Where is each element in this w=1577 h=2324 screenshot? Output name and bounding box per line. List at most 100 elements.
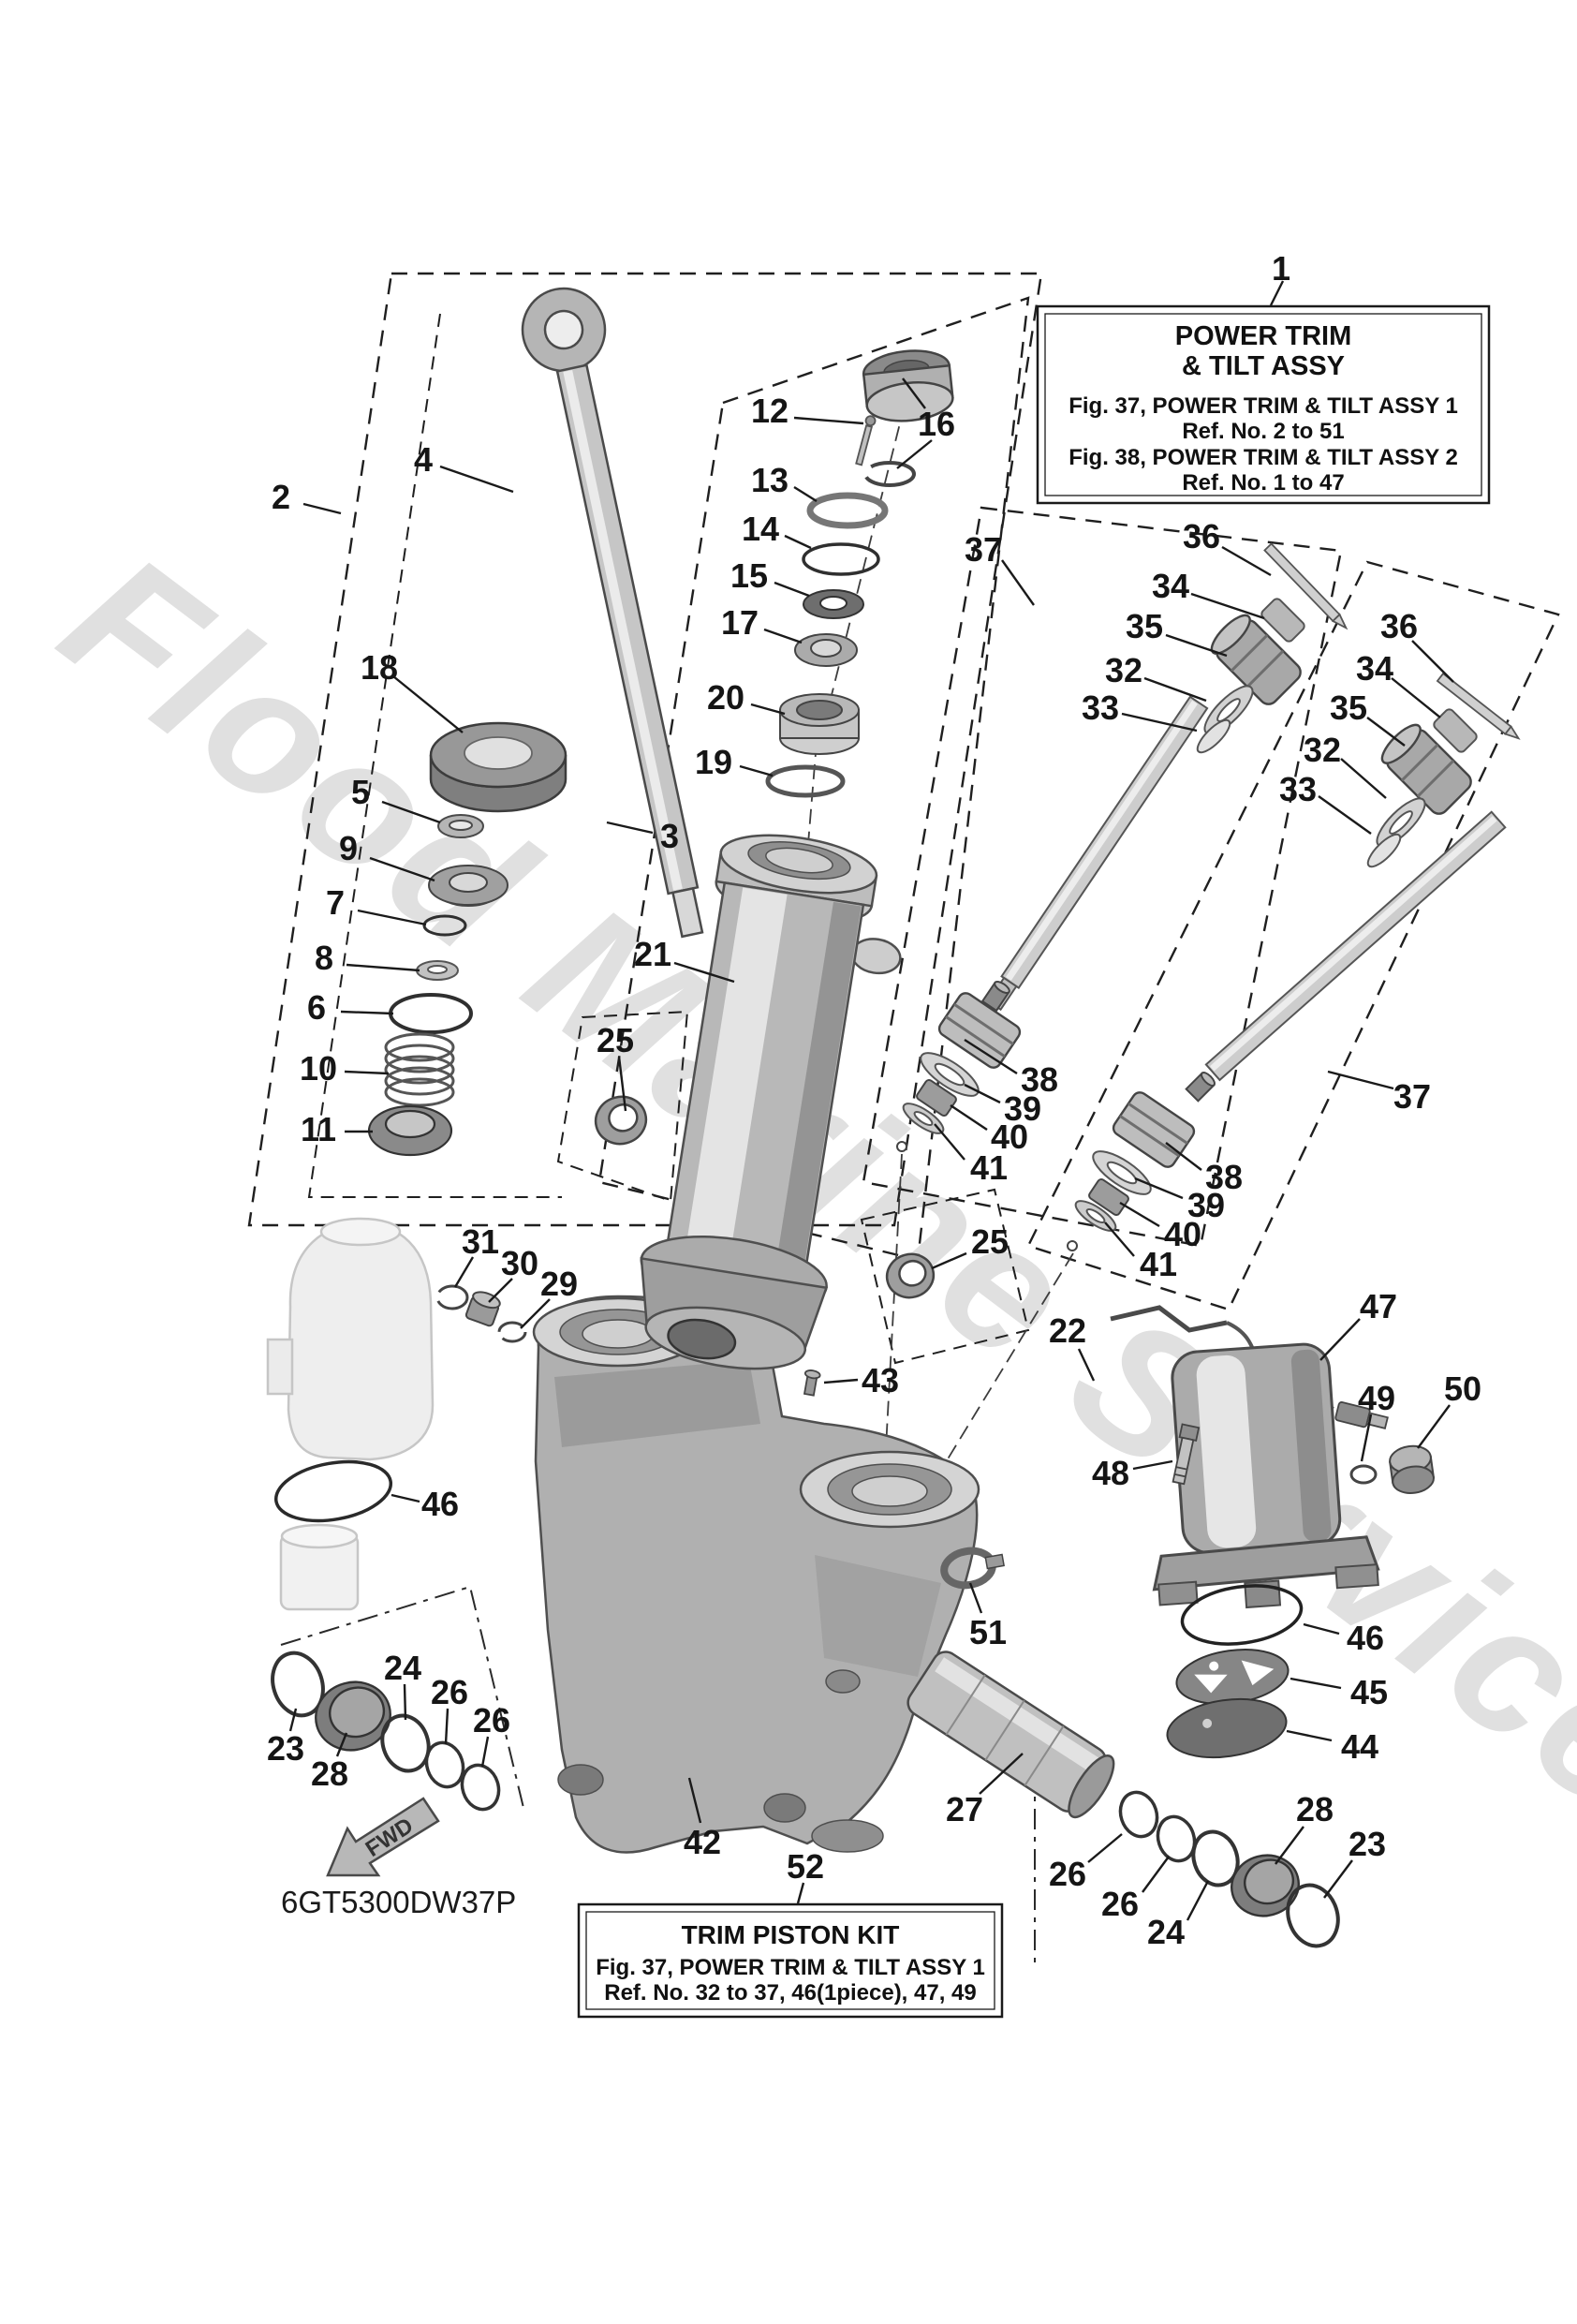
group-box-trim-piston-left bbox=[862, 506, 1343, 1248]
leader-line bbox=[1391, 677, 1441, 718]
assembly-line bbox=[885, 1153, 903, 1449]
part-pump-plate-45 bbox=[1175, 1649, 1290, 1705]
callout-31: 31 bbox=[462, 1222, 499, 1261]
leader-line bbox=[480, 1736, 490, 1768]
callout-40: 40 bbox=[991, 1118, 1028, 1156]
callout-50: 50 bbox=[1444, 1369, 1481, 1408]
part-oring-6 bbox=[389, 993, 473, 1034]
callout-19: 19 bbox=[695, 743, 732, 781]
leader-line bbox=[1142, 1856, 1170, 1893]
callout-12: 12 bbox=[751, 392, 788, 430]
part-reservoir bbox=[1152, 1342, 1380, 1609]
leader-line bbox=[439, 465, 514, 494]
leader-line bbox=[1087, 1833, 1123, 1863]
part-washer-33-right bbox=[1366, 833, 1402, 868]
callout-44: 44 bbox=[1341, 1727, 1378, 1766]
callout-39: 39 bbox=[1187, 1186, 1225, 1224]
callout-27: 27 bbox=[946, 1790, 983, 1828]
part-main-housing bbox=[532, 1295, 980, 1854]
part-ball-left bbox=[896, 1141, 907, 1152]
callout-22: 22 bbox=[1049, 1311, 1086, 1350]
leader-line bbox=[369, 856, 435, 882]
part-washer-39-left bbox=[920, 1052, 980, 1097]
leader-line bbox=[1269, 280, 1285, 306]
callout-37: 37 bbox=[965, 530, 1002, 569]
leader-line bbox=[1165, 633, 1228, 658]
callout-34: 34 bbox=[1152, 567, 1189, 605]
leader-line bbox=[1104, 1221, 1135, 1257]
callout-26: 26 bbox=[431, 1673, 468, 1711]
drawing-code: 6GT5300DW37P bbox=[281, 1885, 516, 1919]
part-oring-26-left-2 bbox=[460, 1763, 501, 1812]
callout-33: 33 bbox=[1082, 688, 1119, 727]
part-snap-ring-16 bbox=[863, 461, 916, 487]
callout-49: 49 bbox=[1358, 1379, 1395, 1417]
leader-line bbox=[340, 1010, 394, 1015]
callout-38: 38 bbox=[1205, 1158, 1243, 1196]
callout-25: 25 bbox=[971, 1222, 1009, 1261]
callout-6: 6 bbox=[307, 988, 326, 1027]
fwd-arrow: FWD bbox=[326, 1797, 440, 1877]
leader-line bbox=[606, 821, 654, 835]
callout-18: 18 bbox=[361, 648, 398, 687]
motor-unit-ghost bbox=[266, 1217, 435, 1611]
leader-line bbox=[1286, 1729, 1333, 1742]
leader-line bbox=[392, 675, 464, 733]
leader-line bbox=[1366, 717, 1406, 747]
callout-33: 33 bbox=[1279, 770, 1317, 808]
part-bushing-25-right bbox=[885, 1252, 936, 1299]
part-screw-43 bbox=[803, 1369, 821, 1397]
leader-line bbox=[1132, 1459, 1173, 1471]
part-ball-right bbox=[1067, 1240, 1078, 1251]
callout-24: 24 bbox=[384, 1649, 421, 1687]
part-oring-26-right-2 bbox=[1156, 1814, 1197, 1863]
leader-line bbox=[931, 1251, 967, 1270]
leader-line bbox=[1001, 559, 1035, 606]
callout-14: 14 bbox=[742, 510, 779, 548]
kit-info-box: TRIM PISTON KIT Fig. 37, POWER TRIM & TI… bbox=[577, 1902, 1004, 2019]
leader-line bbox=[673, 961, 735, 984]
callout-4: 4 bbox=[414, 440, 433, 479]
leader-line bbox=[381, 800, 441, 824]
callout-46: 46 bbox=[1347, 1619, 1384, 1657]
assembly-line bbox=[937, 1252, 1074, 1475]
part-cylinder-collar-20 bbox=[779, 693, 860, 755]
part-tilt-cylinder bbox=[640, 834, 902, 1370]
leader-line bbox=[453, 1256, 475, 1288]
leader-line bbox=[1190, 592, 1265, 620]
part-fitting-30 bbox=[464, 1291, 501, 1327]
leader-line bbox=[1360, 1414, 1373, 1462]
leader-line bbox=[344, 1070, 390, 1075]
part-rod-guide-9 bbox=[428, 865, 508, 907]
part-pump-plate-44 bbox=[1166, 1697, 1288, 1759]
assembly-box-line-3: Fig. 38, POWER TRIM & TILT ASSY 2 bbox=[1069, 445, 1458, 470]
callout-43: 43 bbox=[862, 1361, 899, 1399]
callout-40: 40 bbox=[1164, 1215, 1201, 1253]
leader-line bbox=[391, 1493, 420, 1503]
callout-41: 41 bbox=[1140, 1245, 1177, 1283]
part-piston-38-left bbox=[937, 992, 1022, 1069]
leader-line bbox=[288, 1708, 298, 1732]
group-box-25-left bbox=[556, 1010, 689, 1203]
part-cup-seal-11 bbox=[367, 1104, 453, 1157]
leader-line bbox=[1077, 1348, 1096, 1382]
leader-line bbox=[968, 1582, 983, 1614]
leader-line bbox=[902, 377, 926, 409]
part-oring-23-right bbox=[1286, 1883, 1340, 1948]
part-ring-5 bbox=[437, 814, 484, 838]
part-spacer-40-right bbox=[1088, 1177, 1129, 1217]
leader-line bbox=[1221, 545, 1272, 577]
callout-16: 16 bbox=[918, 405, 955, 443]
part-clip-31 bbox=[435, 1284, 469, 1310]
leader-line bbox=[896, 439, 933, 469]
leader-line bbox=[1119, 1201, 1160, 1228]
assembly-box-title-1: POWER TRIM bbox=[1175, 321, 1352, 351]
callout-38: 38 bbox=[1021, 1060, 1058, 1099]
lower-left-boundary bbox=[280, 1585, 525, 1813]
leader-line bbox=[1303, 1622, 1340, 1636]
leader-line bbox=[1318, 795, 1372, 835]
callout-10: 10 bbox=[300, 1049, 337, 1088]
leader-line bbox=[302, 502, 342, 515]
part-pin-36-left bbox=[1263, 542, 1349, 630]
